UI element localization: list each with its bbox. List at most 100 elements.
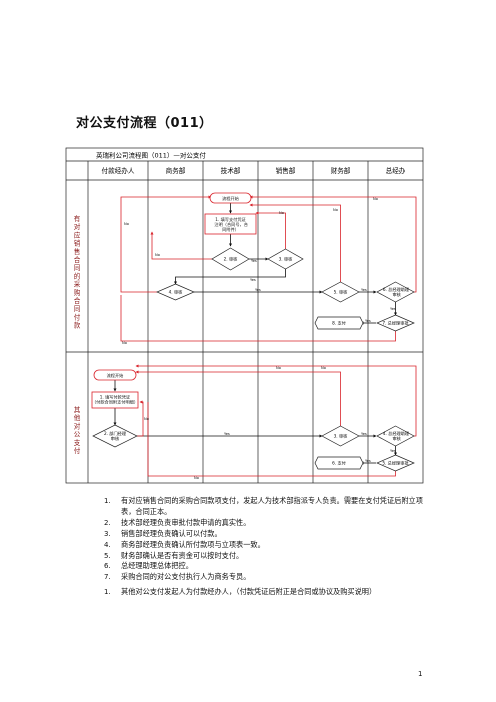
edge-s2-gm-no — [135, 364, 417, 437]
section-label-char: 付 — [74, 446, 81, 455]
label-s2-fin-yes: Yes — [361, 432, 367, 436]
note-item: 1.其他对公支付发起人为付款经办人，（付款凭证后附正是合同或协议及购买说明） — [104, 587, 377, 596]
node-s2-gm-review-label: 4. 总经理助理 审核 — [383, 430, 410, 442]
section-label-char: 销 — [74, 239, 81, 248]
node-s1-start — [209, 192, 252, 204]
frame — [65, 147, 424, 484]
label-s1-fin-no: No — [333, 208, 338, 212]
node-s2-apply — [91, 391, 139, 409]
page-title: 对公支付流程（011） — [76, 116, 213, 131]
section-label-char: 合 — [74, 296, 81, 305]
node-s2-pay — [314, 456, 364, 470]
label-s2-approve-no: No — [194, 476, 199, 480]
node-s1-fin-review-label: 5. 审核 — [334, 289, 349, 296]
node-s2-start — [93, 369, 137, 381]
edge-s1-sales-biz — [173, 269, 286, 285]
section-label-char: 售 — [74, 247, 81, 256]
node-s2-apply-label: 1. 填写付款凭证（付款合同附支付明细） — [92, 394, 138, 406]
node-s1-sales-review — [267, 248, 304, 270]
node-s1-start-label: 流程开始 — [222, 195, 240, 202]
section-label-char: 款 — [74, 321, 81, 330]
section-label-char: 其 — [74, 406, 81, 414]
section-label-other-payment: 其他对公支付 — [74, 406, 81, 455]
edge-s1-biz-no — [120, 195, 212, 293]
node-s2-dept-review — [92, 424, 138, 448]
section-label-char: 采 — [74, 280, 81, 289]
section-label-char: 有 — [74, 214, 81, 223]
label-s1-biz-yes: Yes — [255, 288, 261, 292]
node-s1-pay — [314, 316, 364, 330]
section-label-char: 同 — [74, 264, 81, 272]
node-s1-gm-review — [376, 281, 415, 303]
node-s2-dept-review-label: 2. 部门经理审核 — [104, 430, 127, 442]
node-s2-fin-review-label: 3. 审核 — [334, 433, 349, 440]
note-item: 5.财务部确认是否有资金可以按时支付。 — [104, 550, 244, 560]
edge-s1-fin-no — [249, 203, 341, 282]
node-s1-biz-review-label: 4. 审核 — [169, 289, 184, 296]
label-s1-sales-yes: Yes — [250, 278, 256, 282]
notes-list-other: 1.其他对公支付发起人为付款经办人，（付款凭证后附正是合同或协议及购买说明） — [104, 587, 434, 598]
node-s1-tech-review-label: 2. 审核 — [224, 256, 239, 263]
note-item: 3.销售部经理负责确认可以付款。 — [104, 528, 222, 538]
lane-header-gm-office: 总经办 — [386, 166, 406, 175]
node-s1-gm-approve-label: 7. 总经理审批 — [382, 320, 409, 327]
node-s2-pay-label: 6. 支付 — [332, 460, 346, 467]
label-s1-fin-yes: Yes — [361, 288, 367, 292]
node-s1-biz-review — [156, 283, 195, 301]
label-s1-gm-no: No — [373, 197, 378, 201]
edge-s2-approve-no — [147, 402, 396, 477]
label-s1-approve-yes: Yes — [365, 319, 371, 323]
section-label-char: 支 — [74, 438, 81, 447]
section-label-char: 对 — [74, 421, 81, 430]
node-s1-apply-label: 1. 填写支付凭证 注明（合同号，合同附件） — [213, 216, 249, 233]
edge-s2-dept-no — [137, 400, 144, 437]
node-s1-sales-review-label: 3. 审核 — [279, 256, 294, 263]
label-s2-approve-yes: Yes — [365, 459, 371, 463]
node-s2-gm-review — [376, 425, 415, 447]
lane-header-business: 商务部 — [166, 166, 186, 175]
note-item: 4.商务部经理负责确认所付款项与立项表一致。 — [104, 539, 265, 549]
section-label-char: 的 — [74, 271, 81, 280]
lane-header-payer: 付款经办人 — [102, 166, 135, 175]
section-label-char: 对 — [74, 222, 81, 231]
node-s1-gm-approve — [376, 314, 415, 332]
node-s1-gm-review-label: 6. 总经理助理 审核 — [383, 286, 410, 298]
section-label-char: 购 — [74, 288, 81, 297]
label-s1-tech-yes: Yes — [251, 259, 257, 263]
section-label-char: 应 — [74, 230, 81, 239]
label-s1-gm-yes: Yes — [390, 307, 396, 311]
label-s1-approve-no: No — [122, 341, 127, 345]
note-item: 2.技术部经理负责审批付款申请的真实性。 — [104, 517, 251, 527]
label-s1-biz-no: No — [124, 222, 129, 226]
label-s2-gm-no: No — [321, 366, 326, 370]
section-label-char: 同 — [74, 305, 81, 313]
lane-header-finance: 财务部 — [331, 166, 351, 175]
edge-s1-tech-no — [150, 231, 212, 260]
lane-header-tech: 技术部 — [221, 166, 241, 175]
node-s2-gm-approve-label: 5. 总经理审批 — [382, 460, 409, 467]
label-s2-fin-no: No — [276, 366, 281, 370]
page-number: 1 — [418, 670, 423, 678]
node-s1-pay-label: 8. 支付 — [332, 320, 346, 327]
node-s1-fin-review — [321, 281, 360, 303]
note-item: 6.总经理助理总体把控。 — [104, 561, 193, 571]
section-label-char: 公 — [74, 431, 81, 439]
note-item: 1.有对应销售合同的采购合同款项支付，发起人为技术部指派专人负责。需要在支付凭证… — [104, 496, 423, 516]
node-s1-apply — [204, 213, 257, 235]
section-label-char: 合 — [74, 255, 81, 264]
section-label-char: 付 — [74, 312, 81, 321]
edge-s1-approve-no — [120, 295, 396, 342]
edge-s2-fin-no — [135, 370, 341, 426]
label-s1-tech-no: No — [155, 253, 160, 257]
lane-header-sales: 销售部 — [276, 166, 296, 175]
notes-list: 1.有对应销售合同的采购合同款项支付，发起人为技术部指派专人负责。需要在支付凭证… — [104, 496, 434, 583]
edge-s1-sales-no — [255, 211, 286, 249]
node-s2-gm-approve — [376, 454, 415, 472]
label-s1-sales-no: No — [279, 211, 284, 215]
node-s2-fin-review — [321, 425, 360, 447]
label-s2-dept-yes: Yes — [224, 432, 230, 436]
section-label-char: 他 — [74, 413, 81, 422]
node-s2-start-label: 流程开始 — [107, 372, 125, 379]
